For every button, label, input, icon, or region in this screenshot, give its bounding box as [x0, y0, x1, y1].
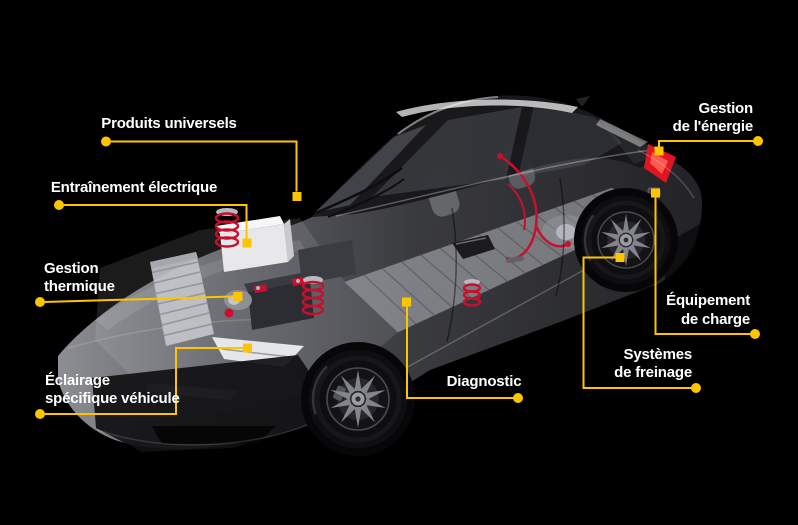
antenna-fin: [576, 96, 590, 107]
anchor-dot: [750, 329, 760, 339]
callout-label-equipement-charge: Équipement de charge: [666, 291, 750, 329]
anchor-dot: [513, 393, 523, 403]
connector-gestion-thermique: [35, 292, 243, 307]
anchor-dot: [35, 409, 45, 419]
label-text: Équipement: [666, 292, 750, 309]
target-marker: [233, 292, 243, 301]
rear-wheel: [574, 188, 678, 292]
wiper: [327, 178, 405, 218]
side-window-rear: [518, 105, 622, 177]
callout-label-produits-universels: Produits universels: [69, 114, 269, 133]
label-text: Entraînement électrique: [50, 179, 218, 196]
callout-label-gestion-energie: Gestion de l'énergie: [672, 100, 754, 136]
label-text: de charge: [680, 311, 750, 328]
label-text: Systèmes: [623, 346, 693, 363]
target-marker: [615, 253, 625, 262]
door-seam: [446, 207, 457, 343]
label-text: Éclairage: [45, 372, 110, 389]
hv-cables: [497, 153, 571, 260]
label-text: de l'énergie: [672, 118, 754, 135]
anchor-dot: [54, 200, 64, 210]
grille: [152, 426, 276, 444]
target-marker: [242, 238, 252, 248]
connector-equipement-charge: [651, 188, 760, 339]
anchor-dot: [753, 136, 763, 146]
wiper: [315, 166, 403, 215]
headlight-line: [221, 348, 291, 358]
label-text: thermique: [44, 278, 115, 295]
connector-eclairage-specifique: [35, 343, 252, 419]
front-wheel: [301, 342, 415, 456]
greenhouse: [312, 95, 662, 217]
apillar-highlight: [397, 96, 499, 135]
door-seam: [555, 177, 565, 297]
rocker-line: [401, 269, 585, 371]
deck-highlight: [596, 119, 648, 147]
target-marker: [402, 297, 411, 307]
suspension-spring: [462, 279, 482, 307]
suspension-spring: [301, 276, 325, 316]
radiator: [150, 252, 214, 346]
callout-label-systemes-freinage: Systèmes de freinage: [614, 346, 692, 382]
trunk-crease: [637, 149, 695, 199]
label-text: Diagnostic: [446, 373, 522, 390]
anchor-dot: [35, 297, 45, 307]
target-marker: [243, 343, 252, 353]
side-window-front: [372, 107, 522, 197]
callout-label-entrainement-electrique: Entraînement électrique: [14, 178, 254, 197]
label-text: Gestion: [44, 260, 99, 277]
callout-label-eclairage-specifique: Éclairage spécifique véhicule: [45, 372, 180, 408]
door-handle: [506, 255, 524, 264]
connector-produits-universels: [101, 136, 302, 201]
roof-highlight: [396, 99, 578, 117]
beltline: [335, 149, 653, 217]
callout-label-diagnostic: Diagnostic: [424, 372, 544, 391]
windshield: [314, 125, 426, 213]
ecu-box: [298, 240, 356, 284]
target-marker: [654, 146, 664, 156]
label-text: Produits universels: [101, 115, 237, 132]
connector-entrainement-electrique: [54, 200, 252, 248]
callout-label-gestion-thermique: Gestion thermique: [44, 260, 115, 296]
connector-systemes-freinage: [582, 253, 701, 393]
battery-12v: [244, 272, 314, 330]
label-text: spécifique véhicule: [45, 390, 180, 407]
anchor-dot: [101, 136, 111, 147]
target-marker: [292, 192, 302, 201]
taillight-core: [650, 152, 668, 174]
suspension-spring: [214, 208, 240, 248]
anchor-dot: [691, 383, 701, 393]
connector-diagnostic: [402, 297, 523, 403]
splitter-highlight: [97, 421, 315, 446]
label-text: Gestion: [698, 100, 754, 117]
target-marker: [651, 188, 660, 198]
rear-window: [600, 120, 658, 164]
label-text: de freinage: [614, 364, 692, 381]
connector-gestion-energie: [654, 136, 763, 156]
side-mirror: [452, 235, 495, 259]
